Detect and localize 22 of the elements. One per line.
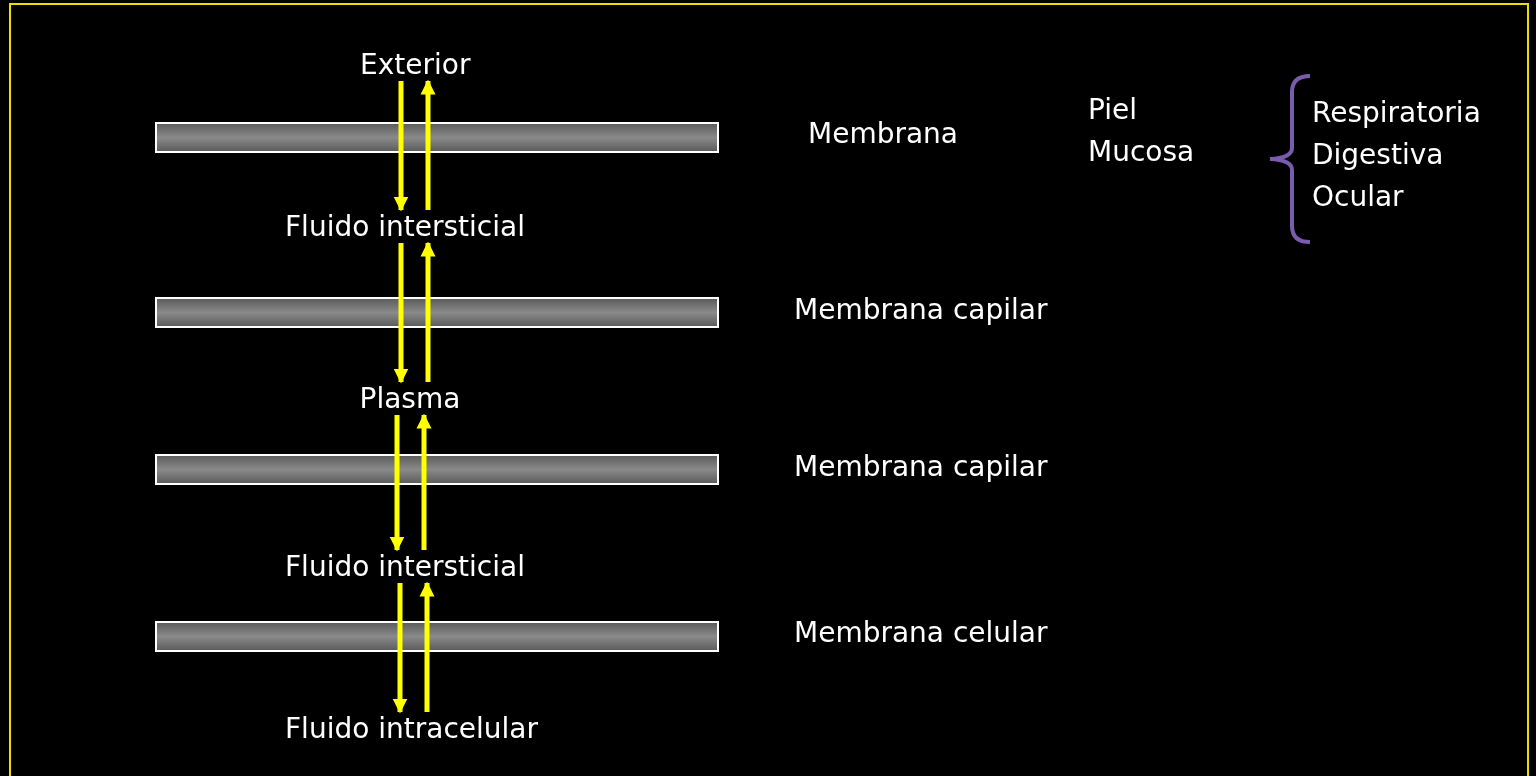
tissue-label: Ocular — [1312, 180, 1404, 213]
arrow — [416, 413, 432, 550]
arrow — [392, 583, 408, 714]
membrane-label: Membrana celular — [794, 616, 1048, 649]
compartment-label: Fluido intracelular — [285, 712, 538, 745]
arrow — [419, 581, 435, 712]
arrow — [393, 243, 409, 384]
membrane-label: Membrana capilar — [794, 293, 1048, 326]
compartment-label: Fluido intersticial — [285, 210, 525, 243]
compartment-label: Plasma — [359, 382, 461, 415]
arrow — [420, 79, 436, 210]
tissue-label: Digestiva — [1312, 138, 1444, 171]
arrow — [420, 241, 436, 382]
tissue-label: Mucosa — [1088, 135, 1195, 168]
compartment-label: Fluido intersticial — [285, 550, 525, 583]
compartment-label: Exterior — [360, 48, 471, 81]
membrane-label: Membrana capilar — [794, 450, 1048, 483]
tissue-label: Piel — [1088, 93, 1138, 126]
membrane-label: Membrana — [808, 117, 958, 150]
arrow — [389, 415, 405, 552]
arrow — [393, 81, 409, 212]
tissue-label: Respiratoria — [1312, 96, 1481, 129]
